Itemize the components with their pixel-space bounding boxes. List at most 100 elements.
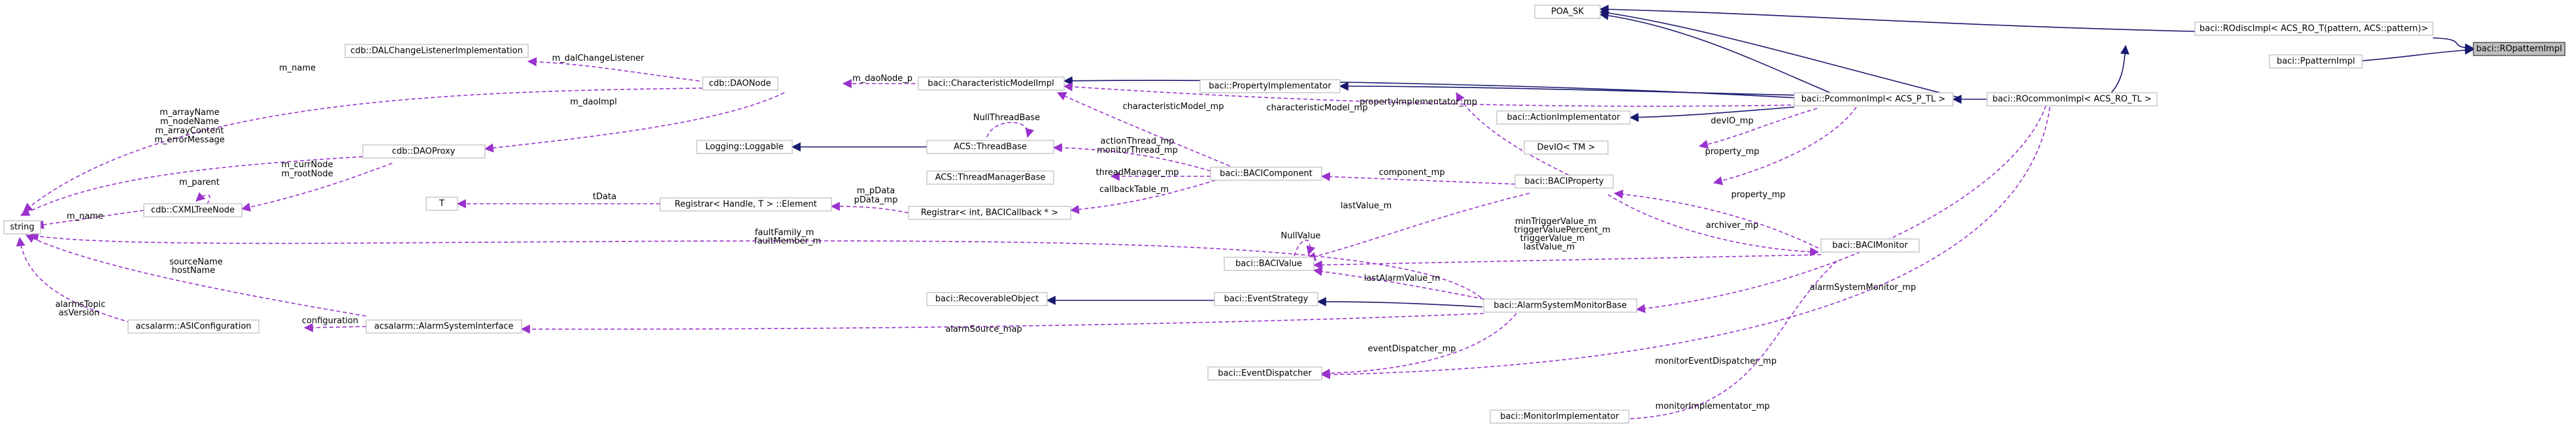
svg-text:baci::BACIProperty: baci::BACIProperty: [1524, 177, 1604, 187]
node-pcommon-impl[interactable]: baci::PcommonImpl< ACS_P_TL >: [1794, 92, 1954, 106]
node-baci-monitor[interactable]: baci::BACIMonitor: [1820, 238, 1920, 253]
edge-threadbase-self: [986, 121, 1035, 138]
label-archiver-mp: archiver_mp: [1706, 221, 1758, 231]
label-threadmanager-mp: threadManager_mp: [1096, 168, 1179, 178]
edges: [16, 5, 2475, 424]
label-monitorimplementator-mp: monitorImplementator_mp: [1656, 402, 1770, 411]
label-lastalarmvalue-m: lastAlarmValue_m: [1364, 274, 1441, 283]
edge-eventdispatcher: [1320, 313, 1517, 378]
svg-text:DevIO< TM >: DevIO< TM >: [1537, 143, 1596, 153]
node-alarm-system-interface[interactable]: acsalarm::AlarmSystemInterface: [365, 319, 522, 334]
node-bacio-property[interactable]: baci::BACIProperty: [1514, 174, 1614, 189]
svg-text:baci::CharacteristicModelImpl: baci::CharacteristicModelImpl: [928, 79, 1054, 89]
svg-text:Logging::Loggable: Logging::Loggable: [705, 142, 784, 152]
node-action-implementator[interactable]: baci::ActionImplementator: [1496, 110, 1631, 125]
edge-property-from-monitor: [1613, 189, 1819, 249]
svg-text:baci::ROcommonImpl< ACS_RO_TL: baci::ROcommonImpl< ACS_RO_TL >: [1992, 95, 2151, 104]
edge-actionimpl-to-pcommon: [1629, 106, 1795, 122]
node-thread-manager-base[interactable]: ACS::ThreadManagerBase: [926, 170, 1054, 185]
edge-proxy-to-string: [20, 156, 363, 216]
svg-text:ACS::ThreadManagerBase: ACS::ThreadManagerBase: [935, 173, 1046, 183]
edge-dal-listener: [527, 57, 700, 82]
edge-rodisc-to-ropattern: [2432, 37, 2475, 53]
edge-propimpl-from-property: [1456, 91, 1569, 176]
label-m-name-2: m_name: [67, 212, 103, 221]
node-ropattern-impl[interactable]: baci::ROpatternImpl: [2473, 42, 2566, 56]
edge-ppattern-to-ropattern: [2362, 45, 2475, 61]
node-asi-configuration[interactable]: acsalarm::ASIConfiguration: [127, 319, 259, 334]
node-cdb-dal-listener[interactable]: cdb::DALChangeListenerImplementation: [344, 44, 529, 58]
svg-text:Registrar< Handle, T > ::Eleme: Registrar< Handle, T > ::Element: [675, 200, 817, 210]
edge-nullvalue-self: [1294, 239, 1316, 257]
label-m-pdata: m_pData: [857, 186, 895, 196]
svg-text:baci::BACIValue: baci::BACIValue: [1235, 259, 1302, 269]
node-characteristic-model-impl[interactable]: baci::CharacteristicModelImpl: [918, 76, 1065, 91]
node-rocommon-impl[interactable]: baci::ROcommonImpl< ACS_RO_TL >: [1986, 92, 2158, 106]
node-ppattern-impl[interactable]: baci::PpatternImpl: [2269, 54, 2363, 69]
node-property-implementator[interactable]: baci::PropertyImplementator: [1199, 79, 1341, 93]
edge-monitor-implementator: [1613, 261, 1837, 424]
svg-text:baci::EventDispatcher: baci::EventDispatcher: [1218, 369, 1312, 379]
svg-text:baci::PropertyImplementator: baci::PropertyImplementator: [1209, 82, 1331, 91]
label-callbacktable-m: callbackTable_m: [1099, 185, 1169, 195]
label-configuration: configuration: [302, 316, 358, 326]
node-logging-loggable[interactable]: Logging::Loggable: [696, 140, 793, 154]
svg-text:Registrar< int, BACICallback *: Registrar< int, BACICallback * >: [921, 208, 1058, 218]
label-property-mp: property_mp: [1705, 147, 1759, 157]
node-baci-value[interactable]: baci::BACIValue: [1224, 257, 1314, 271]
edge-fault-string: [29, 232, 1491, 308]
label-nullvalue: NullValue: [1281, 231, 1321, 241]
node-event-strategy[interactable]: baci::EventStrategy: [1214, 292, 1318, 306]
edge-archiver-monitor: [1607, 194, 1820, 257]
label-characteristicmodel-mp-2: characteristicModel_mp: [1267, 103, 1368, 113]
node-t-param[interactable]: T: [426, 197, 458, 211]
svg-text:baci::BACIComponent: baci::BACIComponent: [1220, 169, 1313, 179]
edge-monitor-eventdispatcher: [1320, 106, 2050, 379]
node-event-dispatcher[interactable]: baci::EventDispatcher: [1207, 366, 1322, 381]
node-baci-component[interactable]: baci::BACIComponent: [1210, 167, 1322, 181]
label-monitorthread-mp: monitorThread_mp: [1097, 146, 1178, 155]
node-cdb-cxml-treenode[interactable]: cdb::CXMLTreeNode: [143, 203, 243, 217]
node-cdb-daoproxy[interactable]: cdb::DAOProxy: [362, 144, 486, 159]
node-poa-sk[interactable]: POA_SK: [1534, 5, 1601, 19]
node-devio[interactable]: DevIO< TM >: [1524, 140, 1609, 155]
edge-lastvalue-property: [1306, 193, 1530, 261]
label-devio-mp: devIO_mp: [1711, 116, 1753, 126]
label-alarmsource-map: alarmSource_map: [945, 325, 1022, 334]
label-m-daonode-p: m_daoNode_p: [852, 74, 912, 84]
label-faultmember-m: faultMember_m: [754, 236, 821, 246]
edge-value-from-monitor: [1313, 254, 1822, 270]
label-m-rootnode: m_rootNode: [281, 169, 333, 179]
node-monitor-implementator[interactable]: baci::MonitorImplementator: [1490, 409, 1630, 424]
edge-eventstrategy-to-alarmbase: [1316, 297, 1483, 308]
edge-asi-to-string: [25, 234, 367, 317]
edge-treenode-to-string: [34, 210, 144, 230]
label-m-parent: m_parent: [179, 178, 220, 187]
node-string[interactable]: string: [3, 220, 41, 234]
label-pdata-mp: pData_mp: [854, 195, 898, 205]
node-registrar-int[interactable]: Registrar< int, BACICallback * >: [908, 206, 1071, 220]
node-recoverable-object[interactable]: baci::RecoverableObject: [926, 292, 1048, 306]
label-lastvalue-m: lastValue_m: [1341, 201, 1392, 211]
node-alarm-system-monitor-base[interactable]: baci::AlarmSystemMonitorBase: [1483, 298, 1637, 313]
label-m-name: m_name: [279, 63, 316, 73]
svg-text:cdb::DAONode: cdb::DAONode: [709, 79, 771, 89]
node-registrar-handle[interactable]: Registrar< Handle, T > ::Element: [660, 197, 832, 212]
svg-text:baci::PcommonImpl< ACS_P_TL >: baci::PcommonImpl< ACS_P_TL >: [1801, 95, 1946, 104]
label-m-arraycontent: m_arrayContent: [156, 126, 224, 136]
svg-text:cdb::DAOProxy: cdb::DAOProxy: [392, 147, 456, 157]
node-rodisc-impl[interactable]: baci::ROdiscImpl< ACS_RO_T(pattern, ACS:…: [2194, 22, 2434, 36]
edge-rocommon-to-poa: [1599, 8, 1962, 99]
edge-alarmsource-map: [520, 313, 1484, 334]
label-m-nodename: m_nodeName: [160, 117, 219, 127]
node-thread-base[interactable]: ACS::ThreadBase: [926, 140, 1054, 154]
node-cdb-daonode[interactable]: cdb::DAONode: [702, 76, 778, 91]
edge-registrar-handle-from-int: [830, 202, 909, 214]
label-property-mp-2: property_mp: [1731, 190, 1785, 200]
svg-text:cdb::CXMLTreeNode: cdb::CXMLTreeNode: [151, 206, 235, 215]
nodes: baci::ROpatternImpl baci::PpatternImpl b…: [3, 5, 2566, 424]
svg-text:baci::ActionImplementator: baci::ActionImplementator: [1507, 113, 1620, 123]
edge-parent: [195, 192, 210, 210]
label-tdata: tData: [593, 192, 616, 202]
